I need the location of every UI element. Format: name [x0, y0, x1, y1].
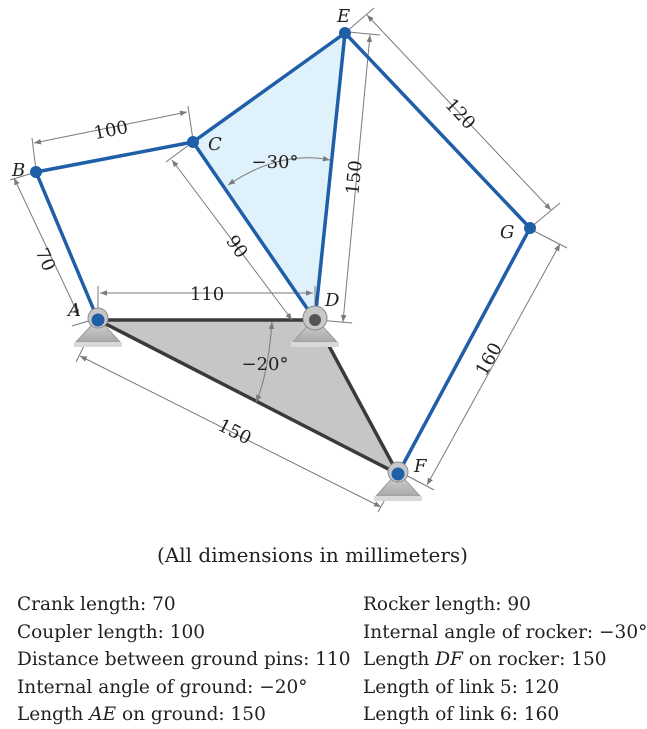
joint-C: [187, 136, 199, 148]
dim-label-BC: 100: [92, 117, 130, 144]
spec-item: Rocker length: 90: [363, 594, 531, 615]
label-B: B: [11, 160, 25, 181]
spec-item: Length of link 6: 160: [363, 704, 560, 725]
joint-B: [30, 166, 42, 178]
spec-list-left: Crank length: 70 Coupler length: 100 Dis…: [17, 591, 351, 729]
link-CD: [191, 140, 317, 322]
link-DE: [313, 31, 347, 322]
label-F: F: [413, 456, 428, 477]
joint-G: [524, 222, 536, 234]
blue-links: [34, 31, 532, 476]
joints: [30, 27, 536, 234]
linkage-diagram: A B C D E F G 70 100 90 110 150 120 160 …: [9, 6, 568, 513]
spec-item: Internal angle of rocker: −30°: [363, 621, 647, 643]
dim-label-AB: 70: [31, 245, 60, 274]
spec-item: Internal angle of ground: −20°: [17, 676, 308, 698]
link-CE: [191, 31, 347, 144]
ground-link: [96, 318, 400, 476]
spec-item: Length AE on ground: 150: [17, 704, 266, 725]
angle-label-ground: −20°: [242, 354, 289, 375]
label-D: D: [324, 290, 340, 311]
angle-label-rocker: −30°: [252, 152, 299, 173]
pin-support-A: [74, 307, 122, 347]
link-BC: [34, 140, 195, 174]
label-G: G: [500, 222, 514, 243]
spec-list-right: Rocker length: 90 Internal angle of rock…: [363, 591, 647, 729]
spec-item: Length DF on rocker: 150: [363, 649, 607, 670]
dim-label-DE: 150: [342, 159, 366, 195]
link-GF: [396, 226, 532, 476]
joint-E: [339, 27, 351, 39]
label-E: E: [336, 6, 350, 27]
link-EG: [343, 31, 532, 230]
caption: (All dimensions in millimeters): [157, 543, 468, 567]
label-C: C: [208, 134, 222, 155]
link-AB: [34, 170, 100, 322]
dim-label-AF: 150: [214, 415, 254, 449]
spec-item: Crank length: 70: [17, 594, 176, 615]
spec-item: Distance between ground pins: 110: [17, 649, 351, 670]
pin-support-F: [374, 461, 422, 501]
pin-support-D: [291, 305, 339, 347]
spec-item: Coupler length: 100: [17, 621, 206, 643]
spec-item: Length of link 5: 120: [363, 676, 560, 698]
dim-label-AD: 110: [190, 284, 224, 305]
dim-label-GF: 160: [472, 339, 507, 379]
dim-label-CD: 90: [221, 231, 251, 262]
label-A: A: [66, 300, 81, 321]
